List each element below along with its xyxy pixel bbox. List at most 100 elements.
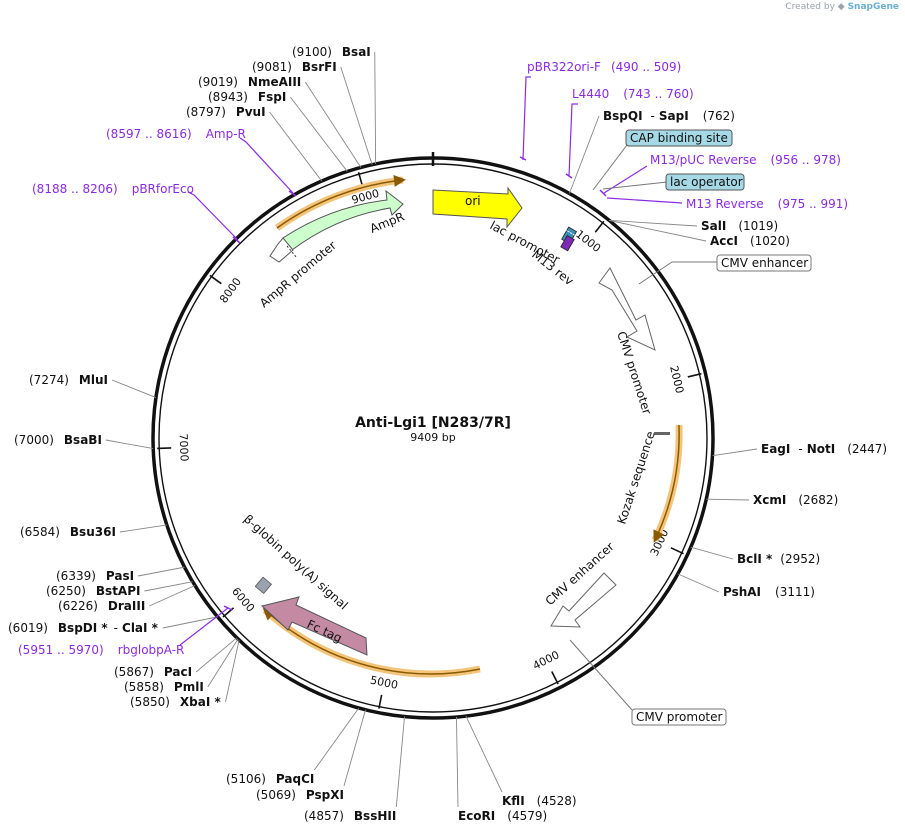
site-leader-bsu36i xyxy=(119,524,167,533)
site-leader-bstapi xyxy=(144,581,193,592)
site-pmli[interactable]: (5858)PmlI xyxy=(124,680,204,694)
site-bsshii[interactable]: (4857)BssHII xyxy=(304,809,396,823)
tick-7000 xyxy=(157,447,172,450)
plasmid-name: Anti-Lgi1 [N283/7R] xyxy=(355,415,511,431)
site-leader-bsrfi xyxy=(340,66,373,165)
orf-right-highlight[interactable] xyxy=(651,424,683,542)
ori-feature[interactable] xyxy=(432,186,523,229)
cap-binding-label: CAP binding site xyxy=(630,131,728,145)
site-kfli[interactable]: KflI(4528) xyxy=(502,794,577,808)
site-leader-xcmi xyxy=(706,498,750,501)
cmv-enhancer-box[interactable] xyxy=(716,254,812,272)
site-pvui[interactable]: (8797)PvuI xyxy=(186,105,266,119)
site-sali[interactable]: SalI(1019) xyxy=(701,219,778,233)
site-mlui[interactable]: (7274)MluI xyxy=(29,373,108,387)
site-pspxi[interactable]: (5069)PspXI xyxy=(256,788,344,802)
tick-label-2000: 2000 xyxy=(667,364,686,394)
site-leader-paqci xyxy=(313,707,360,771)
site-bstapi[interactable]: (6250)BstAPI xyxy=(46,584,140,598)
tick-8000 xyxy=(209,274,222,285)
site-leader-bspqi xyxy=(568,115,600,194)
site-leader-pshai xyxy=(677,573,720,593)
tick-label-8000: 8000 xyxy=(217,275,244,305)
site-leader-acci xyxy=(609,220,707,242)
primer-m13puc-label[interactable]: M13/pUC Reverse(956 .. 978) xyxy=(650,153,841,167)
site-bsrfi[interactable]: (9081)BsrFI xyxy=(252,60,337,74)
tick-3000 xyxy=(670,547,684,555)
cmv-enhancer-label: CMV enhancer xyxy=(543,539,617,608)
tick-1000 xyxy=(594,220,605,233)
tick-label-5000: 5000 xyxy=(369,674,399,692)
site-fspi[interactable]: (8943)FspI xyxy=(208,90,286,104)
cmv-promoter-feature[interactable] xyxy=(598,267,656,351)
primer-m13rev-label[interactable]: M13 Reverse(975 .. 991) xyxy=(686,197,848,211)
lac-operator-box[interactable] xyxy=(665,173,745,191)
site-leader-bcli xyxy=(690,546,734,560)
site-nmeaiii[interactable]: (9019)NmeAIII xyxy=(198,75,301,89)
site-bsai[interactable]: (9100)BsaI xyxy=(292,45,371,59)
site-leader-kfli xyxy=(465,715,503,793)
site-paqci[interactable]: (5106)PaqCI xyxy=(226,772,314,786)
site-xbai[interactable]: (5850)XbaI * xyxy=(130,695,221,709)
site-bspdi[interactable]: (6019)BspDI *-ClaI * xyxy=(8,621,159,635)
site-bcli[interactable]: BclI *(2952) xyxy=(737,552,820,566)
ampr-orf-arrow xyxy=(276,174,406,229)
site-leader-pasi xyxy=(138,566,185,577)
tick-label-6000: 6000 xyxy=(229,585,257,615)
backbone xyxy=(151,152,715,720)
kozak-feature[interactable] xyxy=(654,432,670,435)
ampr-feature[interactable] xyxy=(282,189,404,251)
site-ecori[interactable]: EcoRI(4579) xyxy=(458,809,547,823)
site-leader-pmli xyxy=(207,638,239,688)
fc-tag-feature[interactable] xyxy=(260,596,368,656)
site-acci[interactable]: AccI(1020) xyxy=(710,234,790,248)
site-leader-ecori xyxy=(455,717,459,808)
site-draiii[interactable]: (6226)DraIII xyxy=(58,599,145,613)
kozak-label: Kozak sequence xyxy=(615,429,658,525)
site-leader-bsshii xyxy=(395,716,405,808)
site-paci[interactable]: (5867)PacI xyxy=(114,665,192,679)
beta-globin-polya-feature[interactable] xyxy=(254,576,273,595)
site-leader-fspi xyxy=(289,96,348,172)
boxed-labels: CAP binding site lac operator CMV enhanc… xyxy=(569,129,812,726)
primers: pBR322ori-F(490 .. 509) L4440(743 .. 760… xyxy=(18,60,848,657)
orf-right-arrow xyxy=(653,424,680,543)
tick-label-7000: 7000 xyxy=(177,433,191,461)
primer-pbr322ori-label[interactable]: pBR322ori-F(490 .. 509) xyxy=(527,60,681,74)
cmv-enhancer-box-label: CMV enhancer xyxy=(721,256,808,270)
tick-label-4000: 4000 xyxy=(531,648,562,672)
cmv-promoter-box[interactable] xyxy=(631,708,727,726)
primer-ampr-label[interactable]: (8597 .. 8616)Amp-R xyxy=(106,127,246,141)
lac-promoter-feature[interactable] xyxy=(556,226,578,252)
ampr-promoter-label: AmpR promoter xyxy=(257,238,339,310)
credit-prefix: Created by xyxy=(785,2,835,12)
site-bspqi[interactable]: BspQI-SapI(762) xyxy=(603,109,735,123)
site-bsabi[interactable]: (7000)BsaBI xyxy=(14,433,102,447)
site-leader-bsai xyxy=(374,51,377,164)
site-leader-nmeaiii xyxy=(304,81,362,168)
tick-4000 xyxy=(551,671,559,685)
primer-rbglobpa-label[interactable]: (5951 .. 5970)rbglobpA-R xyxy=(18,643,184,657)
site-leader-eagi xyxy=(712,448,758,457)
site-leader-mlui xyxy=(111,379,157,398)
site-pshai[interactable]: PshAI(3111) xyxy=(723,585,815,599)
ampr-label: AmpR xyxy=(368,209,406,235)
site-xcmi[interactable]: XcmI(2682) xyxy=(753,493,838,507)
restriction-sites: (9100)BsaI (9081)BsrFI (9019)NmeAIII (89… xyxy=(8,45,887,823)
cmv-enhancer-feature[interactable] xyxy=(550,572,617,628)
tick-label-1000: 1000 xyxy=(573,228,603,256)
site-bsu36i[interactable]: (6584)Bsu36I xyxy=(20,525,116,539)
tick-5000 xyxy=(378,694,383,709)
lac-operator-label: lac operator xyxy=(670,175,743,189)
ampr-promoter-divider xyxy=(286,245,298,259)
site-pasi[interactable]: (6339)PasI xyxy=(56,569,134,583)
snapgene-credit: Created by ◆ SnapGene xyxy=(785,2,899,12)
site-leader-sali xyxy=(609,219,698,227)
site-eagi[interactable]: EagI-NotI(2447) xyxy=(761,442,887,456)
primer-pbrforeco-label[interactable]: (8188 .. 8206)pBRforEco xyxy=(32,182,194,196)
cmv-promoter-box-label: CMV promoter xyxy=(636,710,723,724)
cap-binding-box[interactable] xyxy=(625,129,733,147)
ampr-promoter-feature[interactable] xyxy=(269,237,294,263)
primer-l4440-label[interactable]: L4440(743 .. 760) xyxy=(572,87,694,101)
